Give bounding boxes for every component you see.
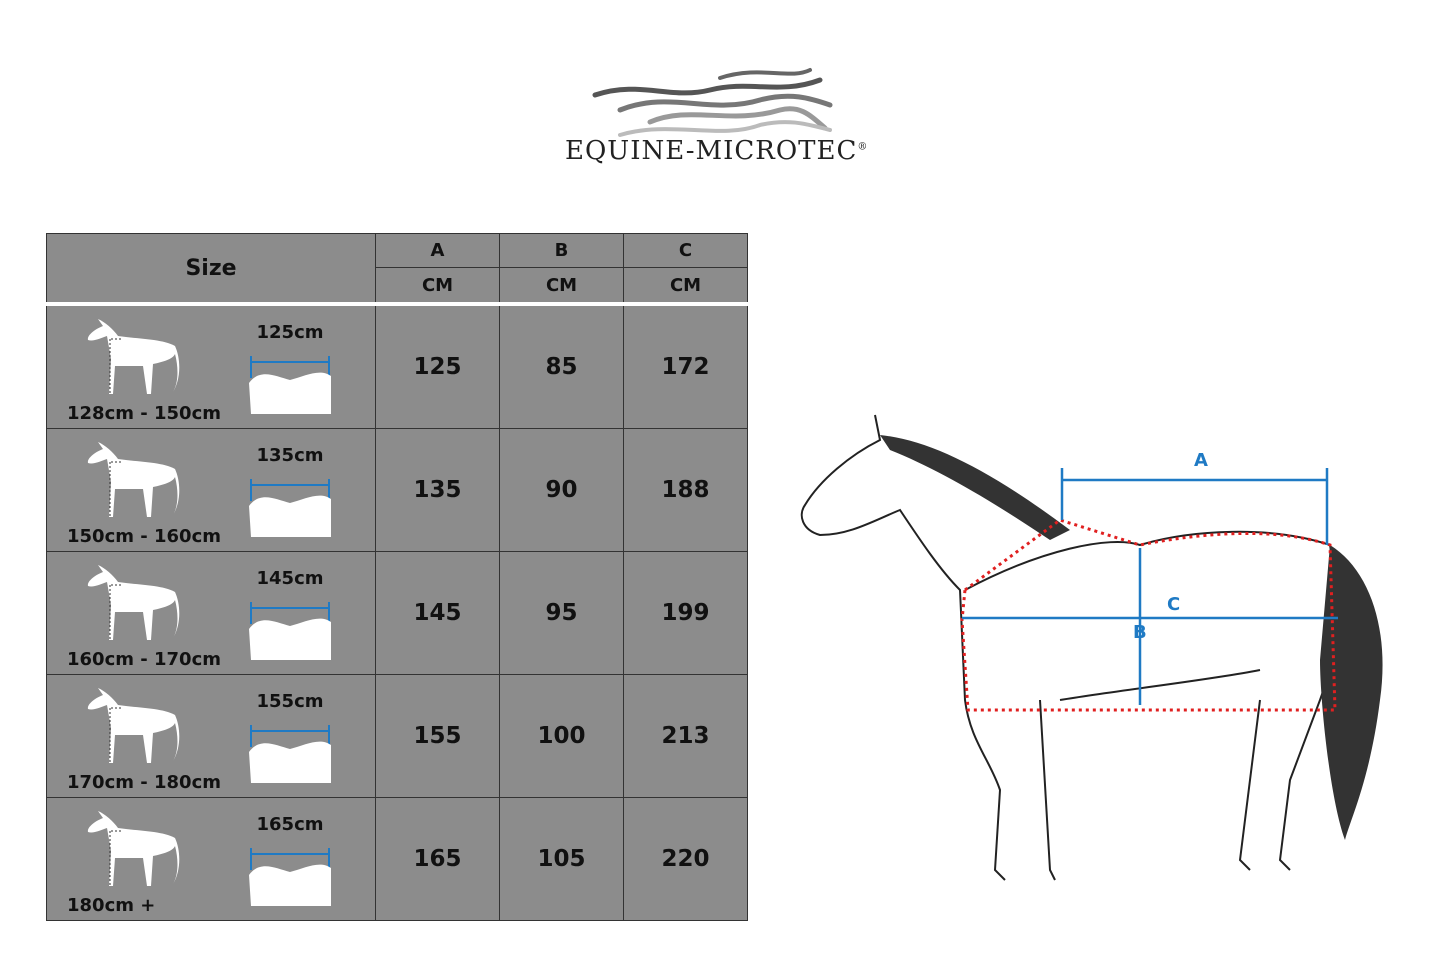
col-a-unit: CM xyxy=(375,267,500,305)
size-header: Size xyxy=(46,233,376,305)
label-a: A xyxy=(1194,450,1208,471)
table-row: 125cm 128cm - 150cm 125 85 172 xyxy=(46,302,748,429)
value-a: 135 xyxy=(375,428,500,552)
horse-height-icon xyxy=(83,314,183,403)
horse-height-icon xyxy=(83,437,183,526)
brand-wordmark: EQUINE-MICROTEC® xyxy=(565,136,869,166)
brand-logo-waves xyxy=(592,68,833,137)
rug-icon xyxy=(245,338,335,422)
value-b: 100 xyxy=(499,674,624,798)
value-c: 199 xyxy=(623,551,748,675)
height-range: 160cm - 170cm xyxy=(67,649,222,670)
col-c-header: C xyxy=(623,232,748,269)
size-cell: 145cm 160cm - 170cm xyxy=(46,551,376,675)
rug-icon xyxy=(245,461,335,545)
horse-height-icon xyxy=(83,683,183,772)
value-b: 90 xyxy=(499,428,624,552)
rug-icon xyxy=(245,830,335,914)
rug-width: 135cm xyxy=(256,445,324,466)
value-b: 85 xyxy=(499,302,624,429)
table-row: 135cm 150cm - 160cm 135 90 188 xyxy=(46,428,748,552)
value-a: 155 xyxy=(375,674,500,798)
table-row: 165cm 180cm + 165 105 220 xyxy=(46,797,748,921)
value-b: 105 xyxy=(499,797,624,921)
rug-width: 155cm xyxy=(256,691,324,712)
table-row: 145cm 160cm - 170cm 145 95 199 xyxy=(46,551,748,675)
horse-height-icon xyxy=(83,560,183,649)
size-cell: 125cm 128cm - 150cm xyxy=(46,302,376,429)
table-row: 155cm 170cm - 180cm 155 100 213 xyxy=(46,674,748,798)
rug-icon xyxy=(245,584,335,668)
col-a-header: A xyxy=(375,232,500,269)
size-cell: 135cm 150cm - 160cm xyxy=(46,428,376,552)
rug-width: 165cm xyxy=(256,814,324,835)
size-chart-table: Size A B C CM CM CM 125cm 128cm - 150cm … xyxy=(46,232,748,921)
height-range: 128cm - 150cm xyxy=(67,403,222,424)
height-range: 170cm - 180cm xyxy=(67,772,222,793)
value-c: 213 xyxy=(623,674,748,798)
value-c: 188 xyxy=(623,428,748,552)
height-range: 180cm + xyxy=(67,895,156,916)
value-a: 145 xyxy=(375,551,500,675)
value-c: 220 xyxy=(623,797,748,921)
value-a: 165 xyxy=(375,797,500,921)
value-a: 125 xyxy=(375,302,500,429)
col-b-unit: CM xyxy=(499,267,624,305)
horse-measurement-diagram: A C B xyxy=(800,414,1383,881)
value-b: 95 xyxy=(499,551,624,675)
rug-width: 125cm xyxy=(256,322,324,343)
label-c: C xyxy=(1167,594,1180,615)
col-b-header: B xyxy=(499,232,624,269)
horse-height-icon xyxy=(83,806,183,895)
label-b: B xyxy=(1133,622,1147,643)
col-c-unit: CM xyxy=(623,267,748,305)
height-range: 150cm - 160cm xyxy=(67,526,222,547)
value-c: 172 xyxy=(623,302,748,429)
size-cell: 165cm 180cm + xyxy=(46,797,376,921)
rug-icon xyxy=(245,707,335,791)
rug-width: 145cm xyxy=(256,568,324,589)
size-cell: 155cm 170cm - 180cm xyxy=(46,674,376,798)
